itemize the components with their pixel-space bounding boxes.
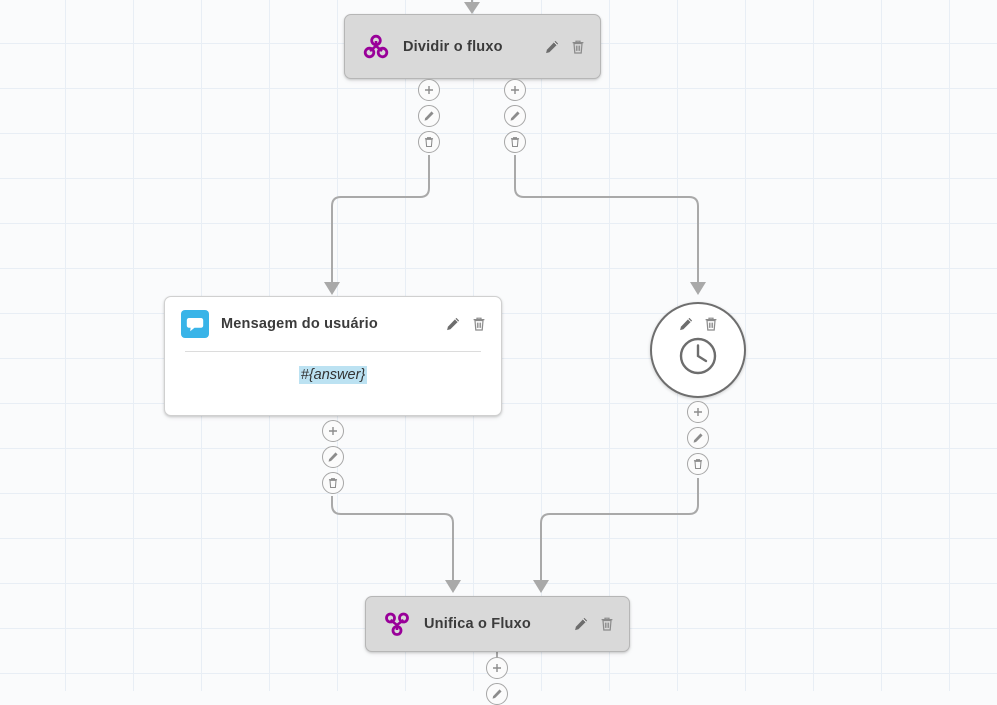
- delete-icon[interactable]: [504, 131, 526, 153]
- edge-timer-to-merge: [540, 478, 699, 580]
- node-timer-actions: [678, 316, 719, 332]
- node-split-flow[interactable]: Dividir o fluxo: [344, 14, 601, 79]
- delete-icon[interactable]: [471, 316, 487, 332]
- delete-icon[interactable]: [599, 616, 615, 632]
- edge-split-to-timer: [514, 155, 699, 282]
- edge-arrow-merge-left: [445, 580, 461, 593]
- add-icon[interactable]: [418, 79, 440, 101]
- edge-arrow-timer: [690, 282, 706, 295]
- node-user-message-title: Mensagem do usuário: [221, 316, 378, 332]
- node-split-flow-header: Dividir o fluxo: [345, 15, 600, 78]
- edge-split-to-user-message: [331, 155, 430, 282]
- add-icon[interactable]: [486, 657, 508, 679]
- edit-icon[interactable]: [687, 427, 709, 449]
- connector-buttons-split-left[interactable]: [418, 79, 440, 153]
- edit-icon[interactable]: [322, 446, 344, 468]
- edit-icon[interactable]: [445, 316, 461, 332]
- node-merge-flow-actions: [573, 616, 615, 632]
- node-timer[interactable]: [650, 302, 746, 398]
- delete-icon[interactable]: [322, 472, 344, 494]
- edit-icon[interactable]: [418, 105, 440, 127]
- connector-buttons-timer[interactable]: [687, 401, 709, 475]
- edit-icon[interactable]: [504, 105, 526, 127]
- node-split-flow-title: Dividir o fluxo: [403, 38, 503, 55]
- node-user-message-divider: [185, 351, 481, 352]
- edit-icon[interactable]: [486, 683, 508, 705]
- node-split-flow-actions: [544, 39, 586, 55]
- node-user-message-header: Mensagem do usuário: [165, 297, 501, 351]
- edit-icon[interactable]: [573, 616, 589, 632]
- node-merge-flow-title: Unifica o Fluxo: [424, 616, 531, 632]
- chat-bubble-icon: [181, 310, 209, 338]
- add-icon[interactable]: [687, 401, 709, 423]
- edit-icon[interactable]: [544, 39, 560, 55]
- edge-arrow-user-message: [324, 282, 340, 295]
- node-user-message-body: #{answer}: [165, 352, 501, 400]
- clock-icon: [676, 334, 720, 383]
- edge-arrow-merge-right: [533, 580, 549, 593]
- merge-branch-icon: [384, 611, 410, 637]
- delete-icon[interactable]: [687, 453, 709, 475]
- add-icon[interactable]: [504, 79, 526, 101]
- split-branch-icon: [363, 34, 389, 60]
- node-user-message[interactable]: Mensagem do usuário: [164, 296, 502, 416]
- edge-arrow-entry: [464, 2, 480, 14]
- add-icon[interactable]: [322, 420, 344, 442]
- connector-buttons-split-right[interactable]: [504, 79, 526, 153]
- delete-icon[interactable]: [570, 39, 586, 55]
- variable-chip-answer[interactable]: #{answer}: [298, 366, 368, 384]
- connector-buttons-user-message[interactable]: [322, 420, 344, 494]
- edit-icon[interactable]: [678, 316, 694, 332]
- delete-icon[interactable]: [703, 316, 719, 332]
- edge-user-message-to-merge: [331, 496, 454, 580]
- connector-buttons-merge[interactable]: [486, 657, 508, 705]
- node-merge-flow-header: Unifica o Fluxo: [366, 597, 629, 651]
- delete-icon[interactable]: [418, 131, 440, 153]
- node-user-message-actions: [445, 316, 487, 332]
- node-merge-flow[interactable]: Unifica o Fluxo: [365, 596, 630, 652]
